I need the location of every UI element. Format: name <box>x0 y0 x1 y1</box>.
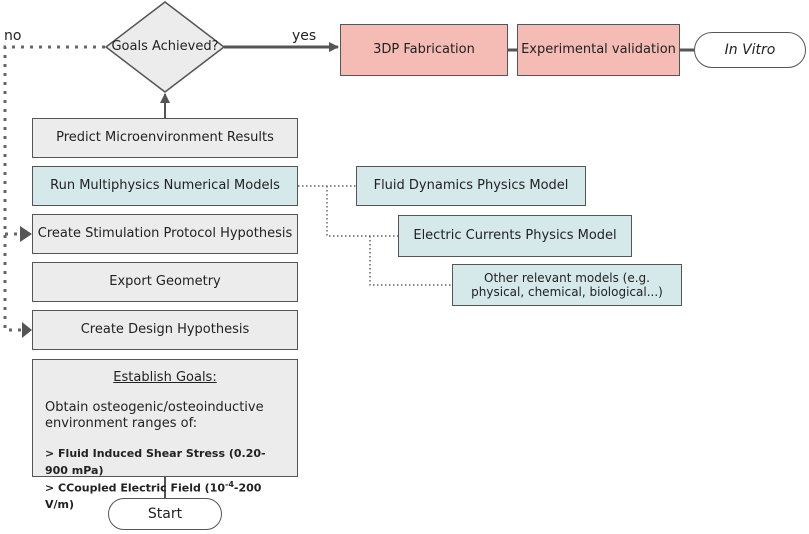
no-arrowhead-design <box>22 322 32 338</box>
stimulation-protocol-step: Create Stimulation Protocol Hypothesis <box>32 214 298 254</box>
decision-diamond <box>104 1 226 93</box>
no-arrowhead-stimulation <box>20 226 32 242</box>
no-label: no <box>4 28 22 44</box>
goals-shear-stress: > Fluid Induced Shear Stress (0.20-900 m… <box>45 447 266 477</box>
fluid-dynamics-model: Fluid Dynamics Physics Model <box>356 166 586 206</box>
model-link-other <box>369 236 452 286</box>
establish-goals-step: Establish Goals: Obtain osteogenic/osteo… <box>32 359 298 511</box>
electric-currents-model: Electric Currents Physics Model <box>398 215 632 257</box>
start-terminal: Start <box>108 498 222 530</box>
validation-step: Experimental validation <box>517 24 680 76</box>
in-vitro-terminal: In Vitro <box>694 32 806 68</box>
model-link-electric <box>326 186 398 237</box>
predict-results-step: Predict Microenvironment Results <box>32 118 298 158</box>
other-models: Other relevant models (e.g. physical, ch… <box>452 264 682 306</box>
goals-description: Obtain osteogenic/osteoinductive environ… <box>45 399 264 431</box>
yes-label: yes <box>292 28 317 44</box>
run-multiphysics-step: Run Multiphysics Numerical Models <box>32 166 298 206</box>
goals-title: Establish Goals: <box>113 370 217 385</box>
fabrication-step: 3DP Fabrication <box>340 24 508 76</box>
goals-electric-field: > CCoupled Electric Field (10-4-200 V/m) <box>45 480 262 512</box>
export-geometry-step: Export Geometry <box>32 262 298 302</box>
design-hypothesis-step: Create Design Hypothesis <box>32 310 298 350</box>
decision-label: Goals Achieved? <box>111 39 219 54</box>
